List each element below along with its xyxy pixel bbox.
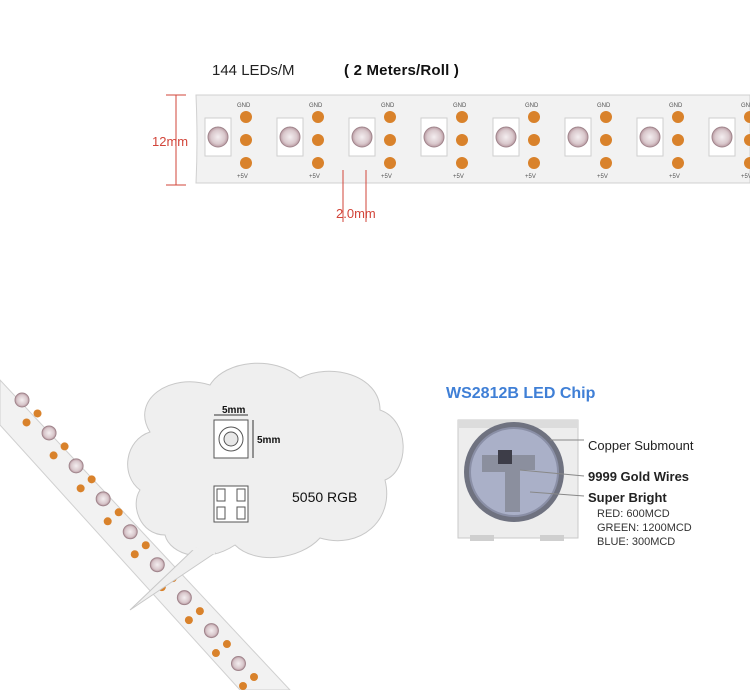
dimension-2mm (342, 170, 367, 222)
callout-copper-submount: Copper Submount (588, 438, 694, 453)
led-cell: GND +5V (597, 103, 612, 180)
spec-blue: BLUE: 300MCD (597, 536, 676, 548)
speech-cloud (127, 362, 404, 611)
led-cell: GND +5V (525, 103, 540, 180)
led-cell (276, 117, 304, 157)
svg-text:+5V: +5V (741, 174, 750, 180)
svg-text:GND: GND (381, 103, 395, 109)
svg-text:GND: GND (309, 103, 323, 109)
strip-width-dimension: 12mm (152, 134, 189, 149)
led-cell (564, 117, 592, 157)
pad-width-dimension: 2.0mm (336, 206, 376, 221)
svg-text:+5V: +5V (381, 174, 392, 180)
led-cell (95, 491, 111, 507)
led-cell (230, 656, 246, 672)
svg-text:+5V: +5V (525, 174, 536, 180)
led-cell: GND +5V (309, 103, 324, 180)
led-cell (14, 392, 30, 408)
led-cell: GND +5V (237, 103, 252, 180)
svg-text:GND: GND (669, 103, 683, 109)
package-width-label: 5mm (222, 405, 246, 416)
led-cell (348, 117, 376, 157)
led-cell (49, 442, 69, 460)
led-cell (41, 425, 57, 441)
svg-text:GND: GND (597, 103, 611, 109)
led-cell (176, 590, 192, 606)
svg-text:GND: GND (453, 103, 467, 109)
led-cell (184, 607, 204, 625)
led-cell (420, 117, 448, 157)
svg-text:GND: GND (741, 103, 750, 109)
package-height-label: 5mm (257, 435, 281, 446)
spec-green: GREEN: 1200MCD (597, 522, 692, 534)
led-cell (103, 508, 123, 526)
chip-title: WS2812B LED Chip (446, 385, 596, 402)
led-cell (130, 541, 150, 559)
roll-length-label: ( 2 Meters/Roll ) (344, 62, 460, 79)
led-strip-horizontal: GND +5V GND +5V GND +5V GND +5V GND +5V GND +5V GND +… (195, 94, 750, 184)
svg-text:GND: GND (525, 103, 539, 109)
led-cell: GND +5V (381, 103, 396, 180)
led-cell (76, 475, 96, 493)
callout-super-bright: Super Bright (588, 490, 667, 505)
svg-text:+5V: +5V (597, 174, 608, 180)
package-top-view (213, 414, 254, 459)
led-cell (68, 458, 84, 474)
led-cell (211, 640, 231, 658)
led-cell (149, 557, 165, 573)
led-cell: GND +5V (669, 103, 684, 180)
svg-text:+5V: +5V (669, 174, 680, 180)
svg-text:+5V: +5V (309, 174, 320, 180)
package-bottom-view (213, 485, 249, 523)
callout-gold-wires: 9999 Gold Wires (588, 469, 690, 484)
svg-text:+5V: +5V (237, 174, 248, 180)
svg-text:+5V: +5V (453, 174, 464, 180)
led-cell: GND +5V (741, 103, 750, 180)
ws2812b-chip-diagram (457, 419, 585, 541)
led-cell (708, 117, 736, 157)
led-cell: GND +5V (453, 103, 468, 180)
density-label: 144 LEDs/M (212, 62, 295, 79)
led-cell (122, 524, 138, 540)
led-cell (239, 673, 258, 690)
led-cell (203, 623, 219, 639)
dimension-12mm (166, 94, 186, 186)
spec-red: RED: 600MCD (597, 508, 670, 520)
led-cell (204, 117, 232, 157)
led-cell (22, 409, 42, 427)
package-type-label: 5050 RGB (292, 489, 358, 505)
svg-text:GND: GND (237, 103, 251, 109)
led-cell (636, 117, 664, 157)
led-cell (492, 117, 520, 157)
